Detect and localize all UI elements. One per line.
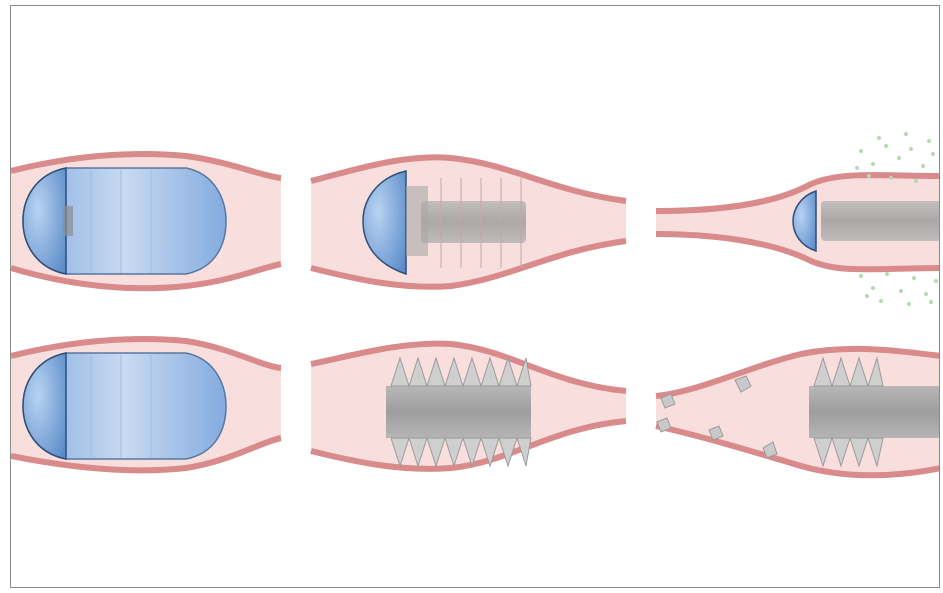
row1-stage3 [656,132,940,306]
row2-stage3 [656,349,940,475]
capsule [23,168,226,274]
row1-stage2 [311,157,626,286]
row1-stage1 [11,154,281,288]
vessel-diagram [11,6,940,588]
figure-frame [10,5,940,588]
capsule [23,353,226,459]
row2-stage2 [311,344,626,469]
striped-core [821,201,940,241]
row2-stage1 [11,339,281,470]
striped-core [421,201,526,243]
